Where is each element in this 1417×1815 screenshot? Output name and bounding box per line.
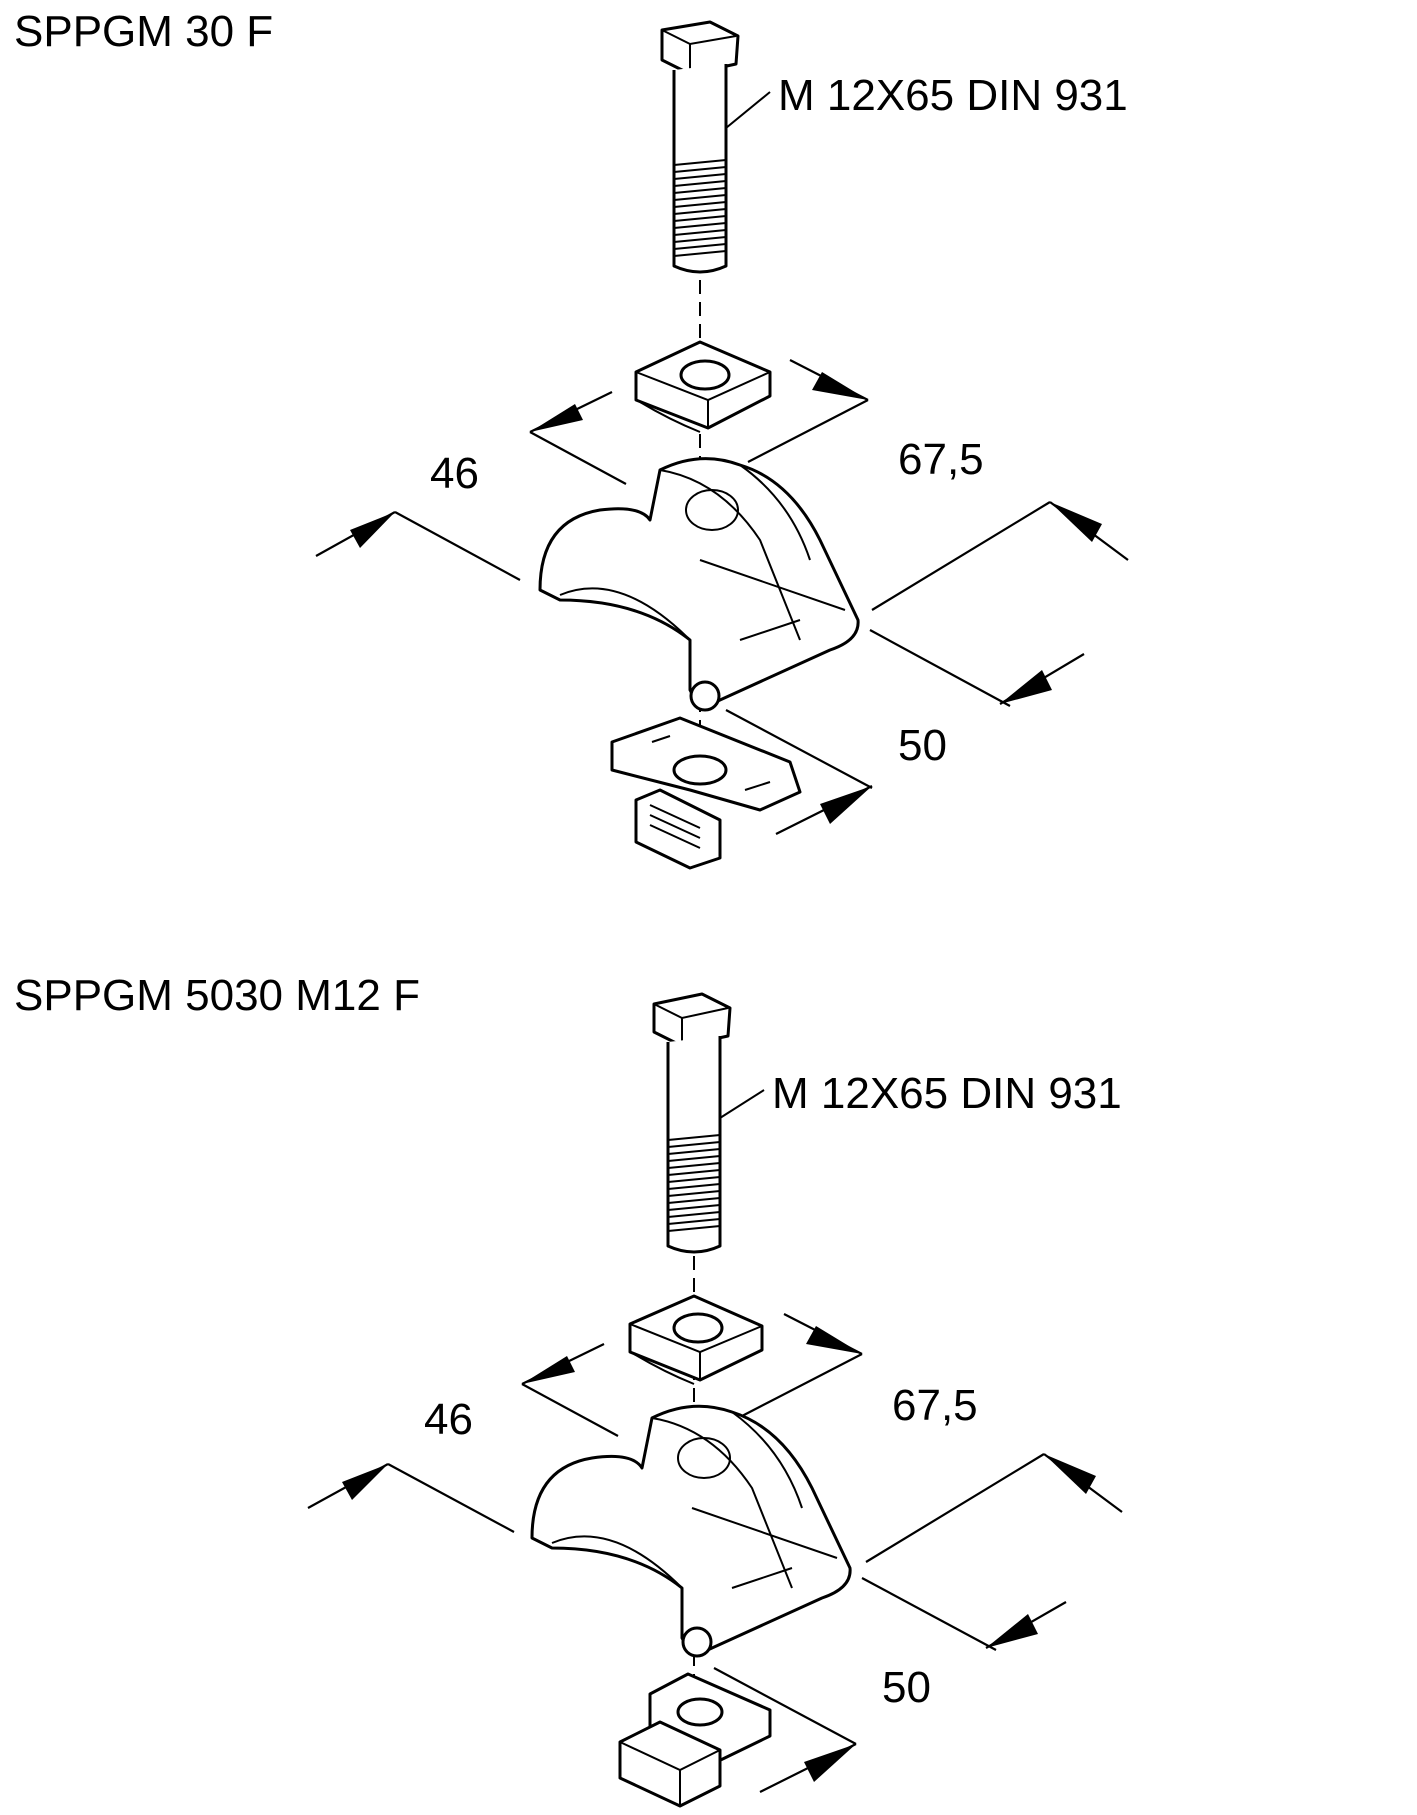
assembly-sppgm-5030-m12-f: SPPGM 5030 M12 F M 12X65 DIN 931 46 67,5… <box>14 971 1123 1808</box>
square-slot-nut-icon <box>618 1672 772 1808</box>
spring-channel-nut-icon <box>610 716 802 870</box>
clamp-body-icon <box>538 457 860 712</box>
bolt-label: M 12X65 DIN 931 <box>778 71 1128 120</box>
dimension-width-label: 46 <box>430 449 479 498</box>
dimension-length-label: 67,5 <box>898 435 984 484</box>
dimension-width-label: 46 <box>424 1395 473 1444</box>
dimension-base-label: 50 <box>898 721 947 770</box>
assembly-title: SPPGM 30 F <box>14 7 273 56</box>
pressure-washer-icon <box>628 1294 764 1385</box>
clamp-body-icon <box>530 1404 852 1658</box>
dimension-length <box>747 359 1129 611</box>
dimension-width <box>307 1343 619 1533</box>
dimension-base <box>713 1577 1067 1793</box>
bolt-label: M 12X65 DIN 931 <box>772 1069 1122 1118</box>
dimension-base <box>725 629 1085 835</box>
assembly-title: SPPGM 5030 M12 F <box>14 971 420 1020</box>
dimension-length-label: 67,5 <box>892 1381 978 1430</box>
assembly-sppgm-30-f: SPPGM 30 F M 12X65 DIN 931 46 67,5 50 <box>14 7 1129 870</box>
dimension-width <box>315 391 627 581</box>
dimension-length <box>741 1313 1123 1563</box>
dimension-base-label: 50 <box>882 1663 931 1712</box>
pressure-washer-icon <box>634 340 772 433</box>
hex-bolt-icon <box>660 20 771 274</box>
hex-bolt-icon <box>652 992 765 1254</box>
